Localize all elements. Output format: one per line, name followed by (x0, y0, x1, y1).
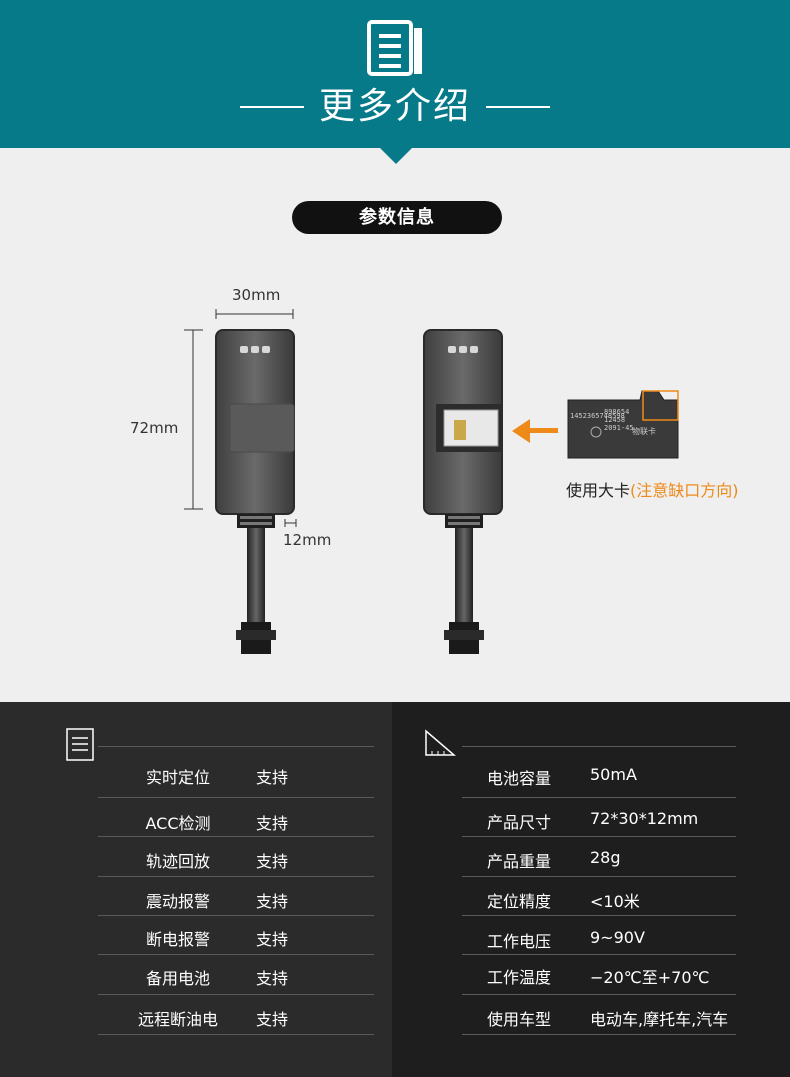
ruler-triangle-icon (425, 729, 456, 756)
spec-label: 工作电压 (486, 932, 551, 951)
sim-card-text: 物联卡 898654 12458 2091-45 1452365748598 (570, 408, 662, 448)
feature-value: 支持 (256, 892, 289, 911)
spec-value: 72*30*12mm (590, 809, 699, 828)
sim-note: 使用大卡(注意缺口方向) (566, 477, 739, 501)
header-notch (380, 148, 412, 164)
spec-label: 产品尺寸 (486, 813, 551, 832)
sim-note-prefix: 使用大卡 (566, 481, 631, 500)
header-divider-right (486, 106, 550, 108)
spec-label: 工作温度 (486, 968, 551, 987)
feature-label: 轨迹回放 (145, 852, 210, 871)
sim-text-line: 12458 (604, 416, 626, 424)
header-banner: 更多介绍 (0, 0, 790, 148)
spec-value: 电动车,摩托车,汽车 (590, 1010, 729, 1029)
list-icon (66, 728, 94, 761)
spec-value: 28g (590, 848, 621, 867)
feature-label: 断电报警 (145, 930, 210, 949)
feature-value: 支持 (256, 768, 289, 787)
document-icon (367, 20, 422, 76)
feature-value: 支持 (256, 814, 289, 833)
sim-text-line: 2091-45 (604, 424, 634, 432)
spec-value: 9~90V (590, 928, 645, 947)
device-sim-slot (423, 329, 503, 654)
sim-text-line: 物联卡 (632, 427, 656, 436)
spec-label: 电池容量 (486, 769, 551, 788)
feature-value: 支持 (256, 852, 289, 871)
feature-label: 备用电池 (145, 969, 210, 988)
feature-value: 支持 (256, 969, 289, 988)
sim-text-line: 898654 (604, 408, 630, 416)
spec-panel-right (392, 702, 790, 1077)
depth-label: 12mm (283, 531, 332, 549)
insert-arrow-icon (512, 419, 558, 443)
feature-value: 支持 (256, 930, 289, 949)
spec-label: 产品重量 (486, 852, 551, 871)
feature-label: ACC检测 (145, 814, 211, 833)
dimension-lines (184, 309, 297, 527)
spec-label: 定位精度 (486, 892, 551, 911)
feature-label: 震动报警 (145, 892, 210, 911)
device-illustration (184, 309, 679, 654)
feature-label: 远程断油电 (137, 1010, 218, 1029)
height-label: 72mm (130, 419, 179, 437)
spec-value: −20℃至+70℃ (590, 968, 710, 987)
page-title: 更多介绍 (318, 86, 471, 127)
sim-text-line: 1452365748598 (570, 412, 625, 420)
header-divider-left (240, 106, 304, 108)
feature-label: 实时定位 (145, 768, 210, 787)
section-pill: 参数信息 (292, 201, 502, 234)
sim-card (567, 390, 679, 459)
sim-note-highlight: (注意缺口方向) (630, 481, 739, 500)
feature-value: 支持 (256, 1010, 289, 1029)
spec-label: 使用车型 (486, 1010, 551, 1029)
spec-value: 50mA (590, 765, 637, 784)
width-label: 30mm (232, 286, 281, 304)
spec-panel (0, 702, 790, 1077)
device-front (215, 329, 295, 654)
spec-value: <10米 (590, 892, 640, 911)
